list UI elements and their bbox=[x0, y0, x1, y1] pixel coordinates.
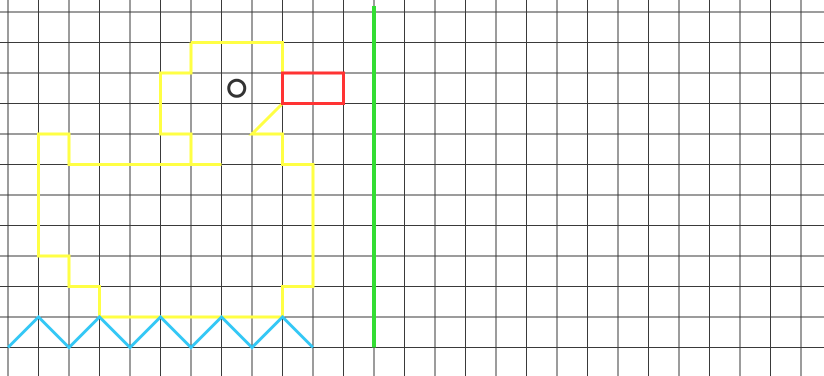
circle-eye-icon bbox=[229, 80, 245, 96]
duck-body-outline bbox=[39, 43, 314, 318]
